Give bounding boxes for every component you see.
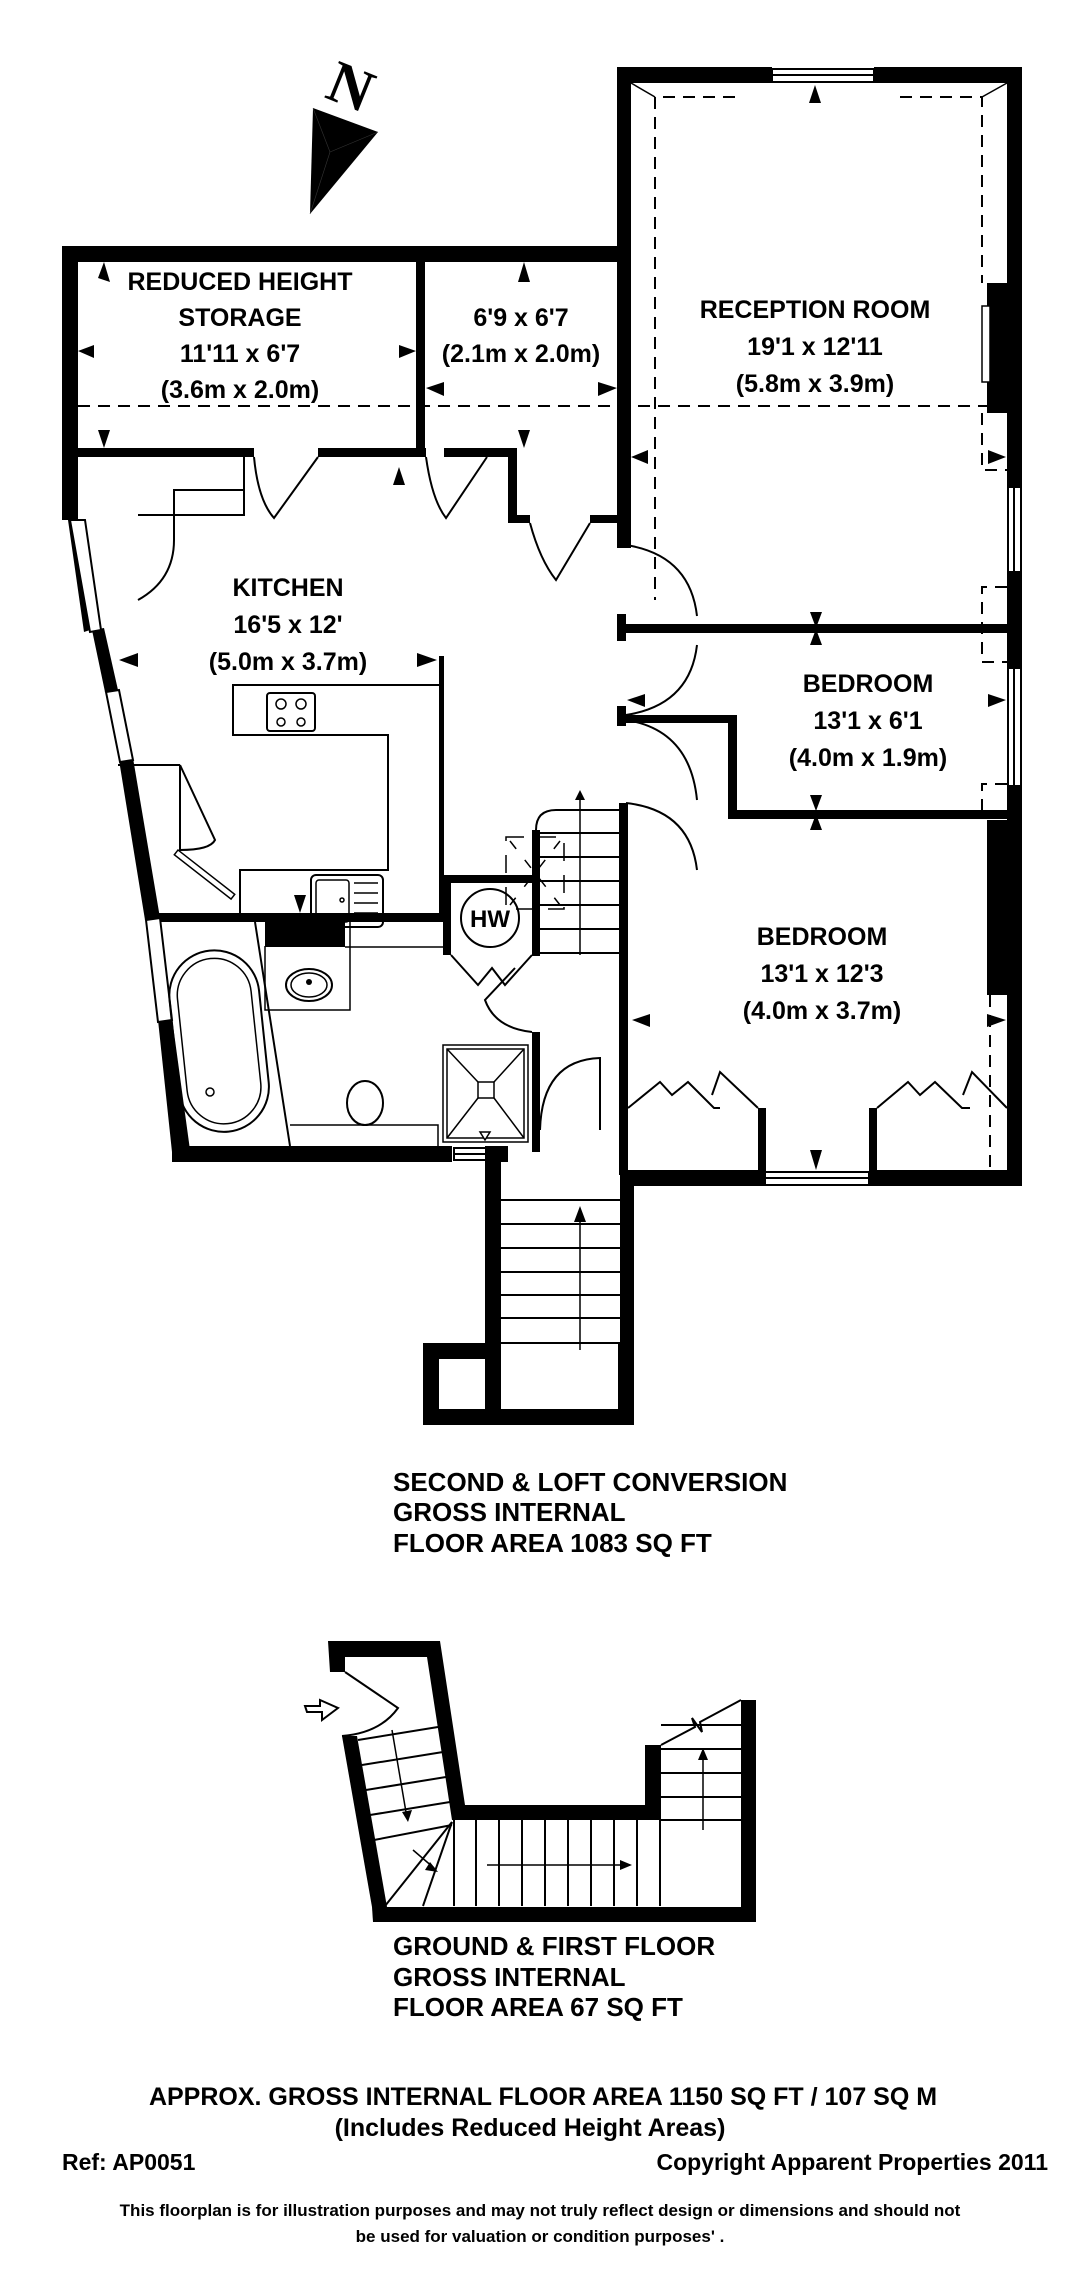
room-name: RECEPTION ROOM [700, 296, 931, 324]
copyright: Copyright Apparent Properties 2011 [656, 2149, 1048, 2175]
hot-water-cylinder-icon: HW [460, 888, 520, 948]
room-dimensions-imperial: 6'9 x 6'7 [473, 304, 568, 332]
upper-floor-walls [62, 67, 1022, 1425]
toilet-icon [290, 1080, 439, 1146]
room-name: STORAGE [178, 304, 301, 332]
room-dimensions-imperial: 11'11 x 6'7 [180, 340, 300, 368]
room-dimensions-imperial: 13'1 x 12'3 [760, 960, 883, 988]
room-name: BEDROOM [803, 670, 934, 698]
room-name: KITCHEN [232, 574, 343, 602]
room-bedroom-large: BEDROOM 13'1 x 12'3 (4.0m x 3.7m) [743, 923, 901, 1025]
svg-text:GROUND & FIRST FLOOR: GROUND & FIRST FLOOR [393, 1931, 715, 1961]
room-dimensions-imperial: 19'1 x 12'11 [747, 333, 883, 361]
room-storage-small: 6'9 x 6'7 (2.1m x 2.0m) [442, 304, 600, 368]
room-dimensions-metric: (5.8m x 3.9m) [736, 370, 894, 398]
north-arrow-icon: N [309, 48, 383, 215]
svg-text:GROSS INTERNAL: GROSS INTERNAL [393, 1962, 626, 1992]
svg-text:SECOND & LOFT CONVERSION: SECOND & LOFT CONVERSION [393, 1467, 787, 1497]
upper-floor-area-label: SECOND & LOFT CONVERSION GROSS INTERNAL … [393, 1467, 787, 1558]
entrance-arrow-icon [303, 1698, 340, 1722]
room-dimensions-metric: (4.0m x 3.7m) [743, 997, 901, 1025]
svg-text:GROSS INTERNAL: GROSS INTERNAL [393, 1497, 626, 1527]
room-kitchen: KITCHEN 16'5 x 12' (5.0m x 3.7m) [209, 574, 367, 676]
kitchen-fittings [118, 450, 439, 928]
room-dimensions-metric: (2.1m x 2.0m) [442, 340, 600, 368]
room-name: BEDROOM [757, 923, 888, 951]
room-storage-large: REDUCED HEIGHT STORAGE 11'11 x 6'7 (3.6m… [127, 268, 352, 404]
hob-icon [266, 692, 316, 732]
bathtub-icon [168, 949, 270, 1133]
shower-icon [442, 1044, 529, 1143]
disclaimer-line-1: This floorplan is for illustration purpo… [120, 2201, 961, 2220]
sink-icon [310, 874, 384, 928]
room-dimensions-metric: (4.0m x 1.9m) [789, 744, 947, 772]
svg-text:FLOOR AREA 67 SQ FT: FLOOR AREA 67 SQ FT [393, 1992, 683, 2022]
room-dimensions-metric: (3.6m x 2.0m) [161, 376, 319, 404]
hw-label: HW [470, 906, 510, 933]
room-name: REDUCED HEIGHT [127, 268, 352, 296]
room-reception: RECEPTION ROOM 19'1 x 12'11 (5.8m x 3.9m… [700, 296, 931, 398]
total-area-note: (Includes Reduced Height Areas) [335, 2114, 726, 2142]
room-bedroom-small: BEDROOM 13'1 x 6'1 (4.0m x 1.9m) [789, 670, 947, 772]
room-dimensions-imperial: 16'5 x 12' [233, 611, 342, 639]
dimension-markers [78, 85, 1006, 1170]
svg-text:FLOOR AREA 1083 SQ FT: FLOOR AREA 1083 SQ FT [393, 1528, 712, 1558]
lower-floor-area-label: GROUND & FIRST FLOOR GROSS INTERNAL FLOO… [393, 1931, 715, 2022]
doors [137, 450, 1008, 1131]
room-dimensions-metric: (5.0m x 3.7m) [209, 648, 367, 676]
footer: APPROX. GROSS INTERNAL FLOOR AREA 1150 S… [62, 2083, 1048, 2246]
washbasin-icon [285, 968, 333, 1002]
reference: Ref: AP0051 [62, 2149, 196, 2175]
total-area: APPROX. GROSS INTERNAL FLOOR AREA 1150 S… [149, 2083, 937, 2111]
bathroom-fittings [168, 921, 529, 1147]
disclaimer-line-2: be used for valuation or condition purpo… [356, 2227, 725, 2246]
lower-floor-plan [303, 1641, 756, 1922]
upper-stairs [501, 790, 626, 1350]
room-dimensions-imperial: 13'1 x 6'1 [813, 707, 922, 735]
